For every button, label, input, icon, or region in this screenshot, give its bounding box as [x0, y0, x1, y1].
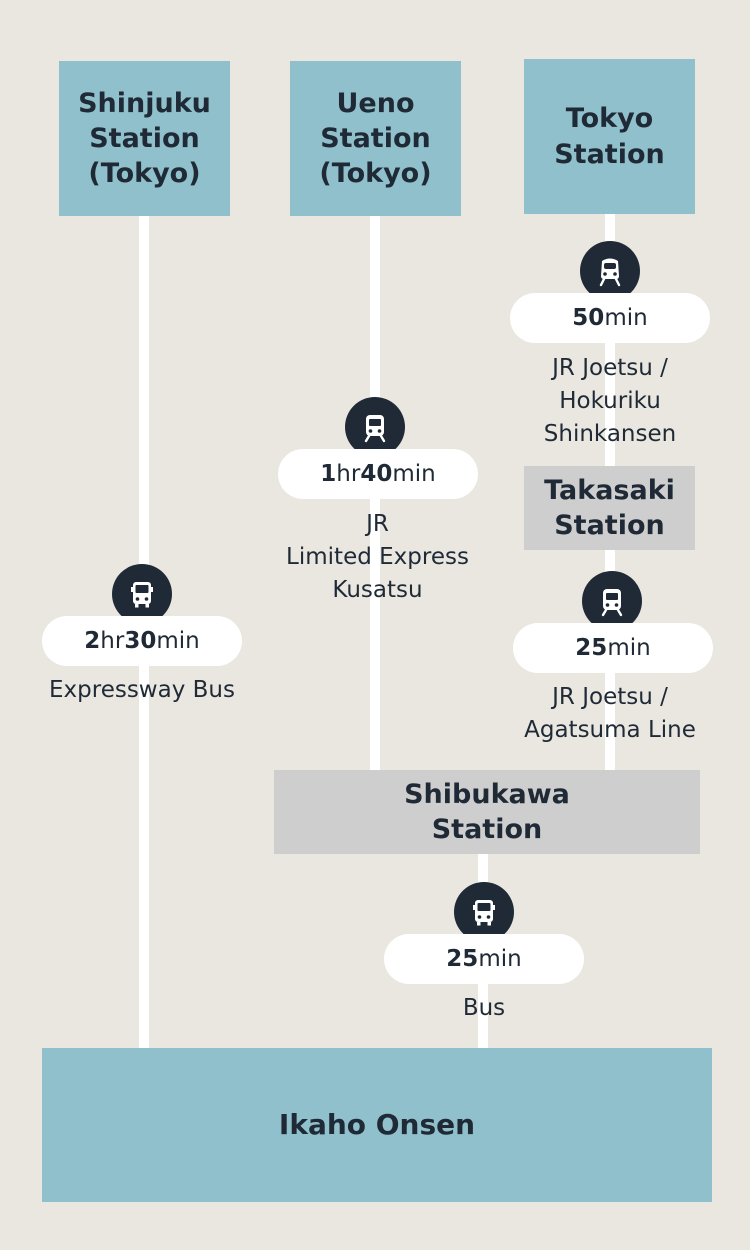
destination-ikaho-onsen: Ikaho Onsen [42, 1048, 712, 1202]
time-unit: min [478, 946, 522, 972]
time-pill-shinjuku: 2 hr 30 min [42, 616, 242, 666]
station-shibukawa-label: Shibukawa Station [404, 778, 570, 845]
time-value: 50 [572, 305, 605, 331]
station-takasaki: Takasaki Station [524, 466, 695, 550]
time-unit: hr [100, 628, 125, 654]
station-shibukawa: Shibukawa Station [274, 770, 700, 854]
station-ueno: Ueno Station (Tokyo) [290, 61, 461, 216]
shinkansen-icon [580, 241, 640, 301]
time-unit: min [604, 305, 648, 331]
time-pill-shibukawa: 25 min [384, 934, 584, 984]
time-value: 25 [575, 635, 608, 661]
train-icon [345, 397, 405, 457]
time-unit: min [392, 461, 436, 487]
time-pill-takasaki: 25 min [513, 623, 713, 673]
mode-label-takasaki: JR Joetsu / Agatsuma Line [524, 684, 696, 743]
station-tokyo: Tokyo Station [524, 59, 695, 214]
time-pill-ueno: 1 hr 40 min [278, 449, 478, 499]
mode-label-tokyo: JR Joetsu / Hokuriku Shinkansen [543, 355, 677, 447]
time-unit: min [156, 628, 200, 654]
time-unit: min [607, 635, 651, 661]
station-tokyo-label: Tokyo Station [554, 103, 665, 170]
time-value: 25 [446, 946, 479, 972]
mode-label-shibukawa: Bus [462, 995, 506, 1021]
time-value: 1 [320, 461, 337, 487]
station-takasaki-label: Takasaki Station [544, 474, 675, 541]
destination-label: Ikaho Onsen [278, 1107, 476, 1141]
mode-label-shinjuku: Expressway Bus [49, 677, 235, 703]
station-shinjuku: Shinjuku Station (Tokyo) [59, 61, 230, 216]
time-pill-tokyo: 50 min [510, 293, 710, 343]
mode-label-ueno: JR Limited Express Kusatsu [286, 511, 469, 603]
bus-icon [112, 564, 172, 624]
time-value: 2 [84, 628, 101, 654]
time-value: 40 [360, 461, 393, 487]
time-value: 30 [124, 628, 157, 654]
train-icon [582, 571, 642, 631]
time-unit: hr [336, 461, 361, 487]
station-shinjuku-label: Shinjuku Station (Tokyo) [78, 87, 211, 190]
station-ueno-label: Ueno Station (Tokyo) [319, 87, 432, 190]
bus-icon [454, 882, 514, 942]
